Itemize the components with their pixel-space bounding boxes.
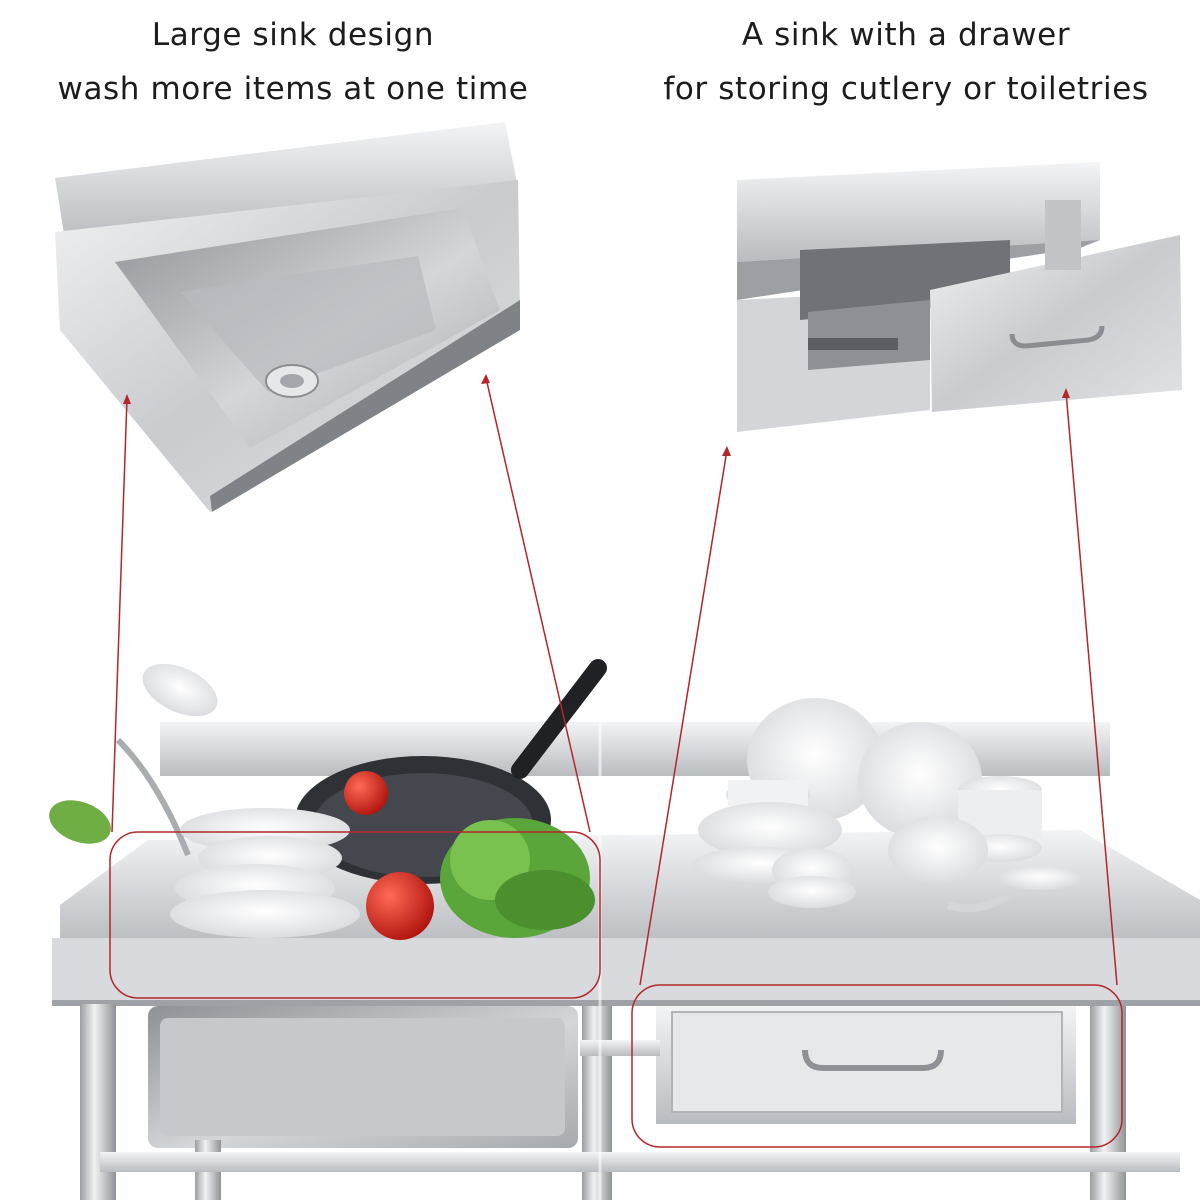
sink-basin-detail [55,122,520,512]
right-caption-line2: for storing cutlery or toiletries [663,71,1149,107]
right-caption: A sink with a drawer for storing cutlery… [600,8,1200,116]
callout-arrowheads [123,374,1070,456]
left-dishes [49,659,607,940]
sink-highlight-frame [109,831,601,999]
drawer-detail [737,162,1182,432]
left-caption: Large sink design wash more items at one… [0,8,586,116]
callouts [109,377,1123,1148]
drawer-callout-line-right [1065,391,1118,986]
right-caption-line1: A sink with a drawer [741,17,1071,53]
sink-callout-line-right [485,377,591,833]
right-dishes [692,698,1080,913]
drawer-callout-line-left [639,449,728,986]
drawer-highlight-frame [631,984,1123,1148]
left-caption-line2: wash more items at one time [57,71,529,107]
sink-callout-line-left [111,397,128,833]
left-caption-line1: Large sink design [151,17,435,53]
